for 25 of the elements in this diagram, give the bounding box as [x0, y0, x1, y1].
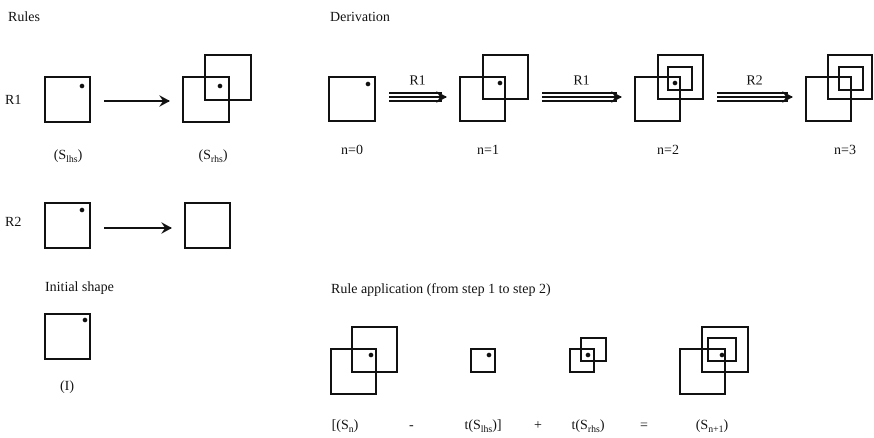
shape-caption: t(S$_{rhs}$) — [572, 418, 604, 436]
shape-caption: n=2 — [657, 143, 679, 158]
shape-caption: n=1 — [477, 143, 499, 158]
derivation-arrow — [388, 91, 447, 103]
section-title: Initial shape — [45, 280, 114, 296]
operator-sign: - — [409, 418, 414, 434]
arrow — [104, 222, 172, 234]
operator-sign: = — [640, 418, 648, 434]
rule-label: R1 — [5, 93, 22, 108]
shape-caption: (S$_{n+1}$) — [696, 418, 728, 436]
shape-caption: (I) — [60, 379, 74, 394]
shape-caption: n=0 — [341, 143, 363, 158]
shape-caption: (S$_{rhs}$) — [198, 148, 228, 166]
section-title: Rule application (from step 1 to step 2) — [331, 282, 551, 298]
section-title: Rules — [8, 10, 40, 26]
section-title: Derivation — [330, 10, 390, 26]
operator-sign: + — [534, 418, 542, 434]
shape-caption: [(S$_{n}$) — [332, 418, 358, 436]
arrow — [104, 95, 170, 107]
derivation-arrow — [716, 91, 793, 103]
shape-caption: n=3 — [834, 143, 856, 158]
rule-label: R2 — [5, 215, 22, 230]
derivation-arrow — [541, 91, 622, 103]
shape-caption: (S$_{lhs}$) — [54, 148, 82, 166]
shape-caption: t(S$_{lhs}$)] — [464, 418, 502, 436]
